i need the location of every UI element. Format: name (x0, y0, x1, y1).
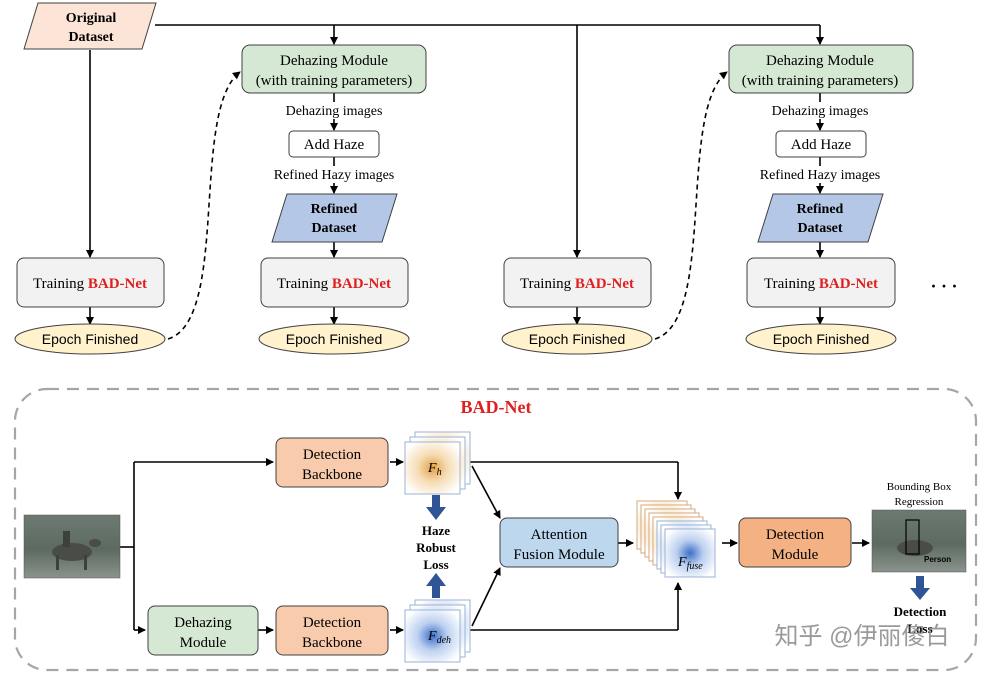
training-bad-net-node-3: Training BAD-Net (503, 257, 652, 308)
training-model-4: BAD-Net (819, 276, 878, 292)
haze-loss-label-2: Robust (416, 540, 456, 555)
dehazing-images-label-1: Dehazing images (286, 104, 383, 119)
refined-dataset-label-2b: Dataset (797, 221, 842, 236)
top-connectors (86, 24, 824, 340)
epoch-finished-label-1: Epoch Finished (42, 331, 139, 347)
attention-fusion-module: Attention Fusion Module (499, 517, 619, 568)
detection-loss-label-2: Loss (907, 621, 932, 636)
person-label: Person (924, 555, 951, 564)
up-arrow-loss (426, 573, 446, 598)
refined-dataset-node-1: Refined Dataset (271, 193, 398, 243)
original-dataset-node: Original Dataset (23, 2, 157, 50)
feature-h-symbol: F (427, 461, 437, 476)
backbone-upper-label-1: Detection (303, 447, 362, 463)
detection-module-label-1: Detection (766, 527, 825, 543)
refined-dataset-label-1a: Refined (311, 202, 358, 217)
dehazing-module-lower: Dehazing Module (147, 605, 259, 656)
svg-text:Training BAD-Net: Training BAD-Net (764, 276, 878, 292)
dehazing-module-node-2: Dehazing Module (with training parameter… (728, 44, 914, 94)
original-dataset-label-1: Original (66, 11, 117, 26)
detection-loss-arrow (910, 576, 930, 600)
attention-label-1: Attention (531, 527, 588, 543)
refined-hazy-images-label-2: Refined Hazy images (760, 168, 881, 183)
haze-robust-loss-group: Haze Robust Loss (416, 495, 457, 598)
haze-loss-label-1: Haze (422, 523, 450, 538)
training-model-1: BAD-Net (88, 276, 147, 292)
training-model-2: BAD-Net (332, 276, 391, 292)
dehazing-images-label-2: Dehazing images (772, 104, 869, 119)
watermark: 知乎 @伊丽傻白 (774, 623, 949, 650)
dehazing-module-label-1: Dehazing Module (280, 53, 388, 69)
detection-module: Detection Module (738, 517, 852, 568)
detection-module-label-2: Module (772, 547, 819, 563)
down-arrow-loss (426, 495, 446, 520)
add-haze-node-2: Add Haze (775, 130, 867, 158)
svg-text:Training BAD-Net: Training BAD-Net (33, 276, 147, 292)
backbone-lower-label-1: Detection (303, 615, 362, 631)
input-hazy-image (23, 514, 121, 579)
dehazing-lower-label-2: Module (180, 635, 227, 651)
training-prefix-3: Training (520, 276, 575, 292)
feature-deh-subscript: deh (437, 635, 451, 646)
svg-text:Fh: Fh (427, 461, 442, 478)
refined-dataset-node-2: Refined Dataset (757, 193, 884, 243)
dehazing-module-sublabel-1: (with training parameters) (256, 73, 413, 89)
training-bad-net-node-2: Training BAD-Net (260, 257, 409, 308)
epoch-finished-node-1: Epoch Finished (14, 323, 166, 355)
feature-map-h-stack: Fh (404, 431, 471, 495)
feature-deh-symbol: F (427, 629, 437, 644)
detection-loss-label-1: Detection (894, 604, 947, 619)
backbone-upper-label-2: Backbone (302, 467, 362, 483)
svg-text:Training BAD-Net: Training BAD-Net (520, 276, 634, 292)
detection-backbone-lower: Detection Backbone (275, 605, 389, 656)
training-bad-net-node-4: Training BAD-Net (746, 257, 896, 308)
continuation-ellipsis: · · · (930, 276, 957, 296)
refined-dataset-label-1b: Dataset (311, 221, 356, 236)
svg-text:Training BAD-Net: Training BAD-Net (277, 276, 391, 292)
epoch-finished-node-3: Epoch Finished (501, 323, 653, 355)
epoch-finished-label-2: Epoch Finished (286, 331, 383, 347)
training-prefix-2: Training (277, 276, 332, 292)
backbone-lower-label-2: Backbone (302, 635, 362, 651)
bounding-box (905, 519, 920, 555)
svg-text:Fdeh: Fdeh (427, 629, 451, 646)
training-model-3: BAD-Net (575, 276, 634, 292)
refined-dataset-label-2a: Refined (797, 202, 844, 217)
bad-net-title: BAD-Net (461, 397, 532, 417)
feature-map-fuse-stack: Ffuse (636, 500, 716, 578)
original-dataset-label-2: Dataset (68, 30, 113, 45)
epoch-finished-node-4: Epoch Finished (745, 323, 897, 355)
detection-backbone-upper: Detection Backbone (275, 437, 389, 488)
attention-label-2: Fusion Module (513, 547, 605, 563)
training-prefix-4: Training (764, 276, 819, 292)
dehazing-module-label-2: Dehazing Module (766, 53, 874, 69)
feature-map-deh-stack: Fdeh (404, 599, 471, 663)
epoch-finished-node-2: Epoch Finished (258, 323, 410, 355)
add-haze-label-1: Add Haze (304, 137, 365, 153)
bad-net-panel-border (13, 387, 978, 672)
feature-h-subscript: h (437, 467, 442, 478)
add-haze-node-1: Add Haze (288, 130, 380, 158)
epoch-finished-label-4: Epoch Finished (773, 331, 870, 347)
training-bad-net-node-1: Training BAD-Net (16, 257, 165, 308)
bbox-regression-label-1: Bounding Box (887, 481, 952, 493)
dehazing-lower-label-1: Dehazing (174, 615, 232, 631)
training-prefix-1: Training (33, 276, 88, 292)
bad-net-connectors (120, 458, 870, 634)
haze-loss-label-3: Loss (423, 557, 448, 572)
feature-fuse-subscript: fuse (687, 561, 704, 572)
feature-fuse-symbol: F (677, 555, 687, 570)
dehazing-module-node-1: Dehazing Module (with training parameter… (241, 44, 427, 94)
add-haze-label-2: Add Haze (791, 137, 852, 153)
epoch-finished-label-3: Epoch Finished (529, 331, 626, 347)
refined-hazy-images-label-1: Refined Hazy images (274, 168, 395, 183)
svg-text:Ffuse: Ffuse (677, 555, 703, 572)
output-detection-image: Person (871, 509, 967, 573)
bbox-regression-label-2: Regression (895, 496, 944, 508)
dehazing-module-sublabel-2: (with training parameters) (742, 73, 899, 89)
